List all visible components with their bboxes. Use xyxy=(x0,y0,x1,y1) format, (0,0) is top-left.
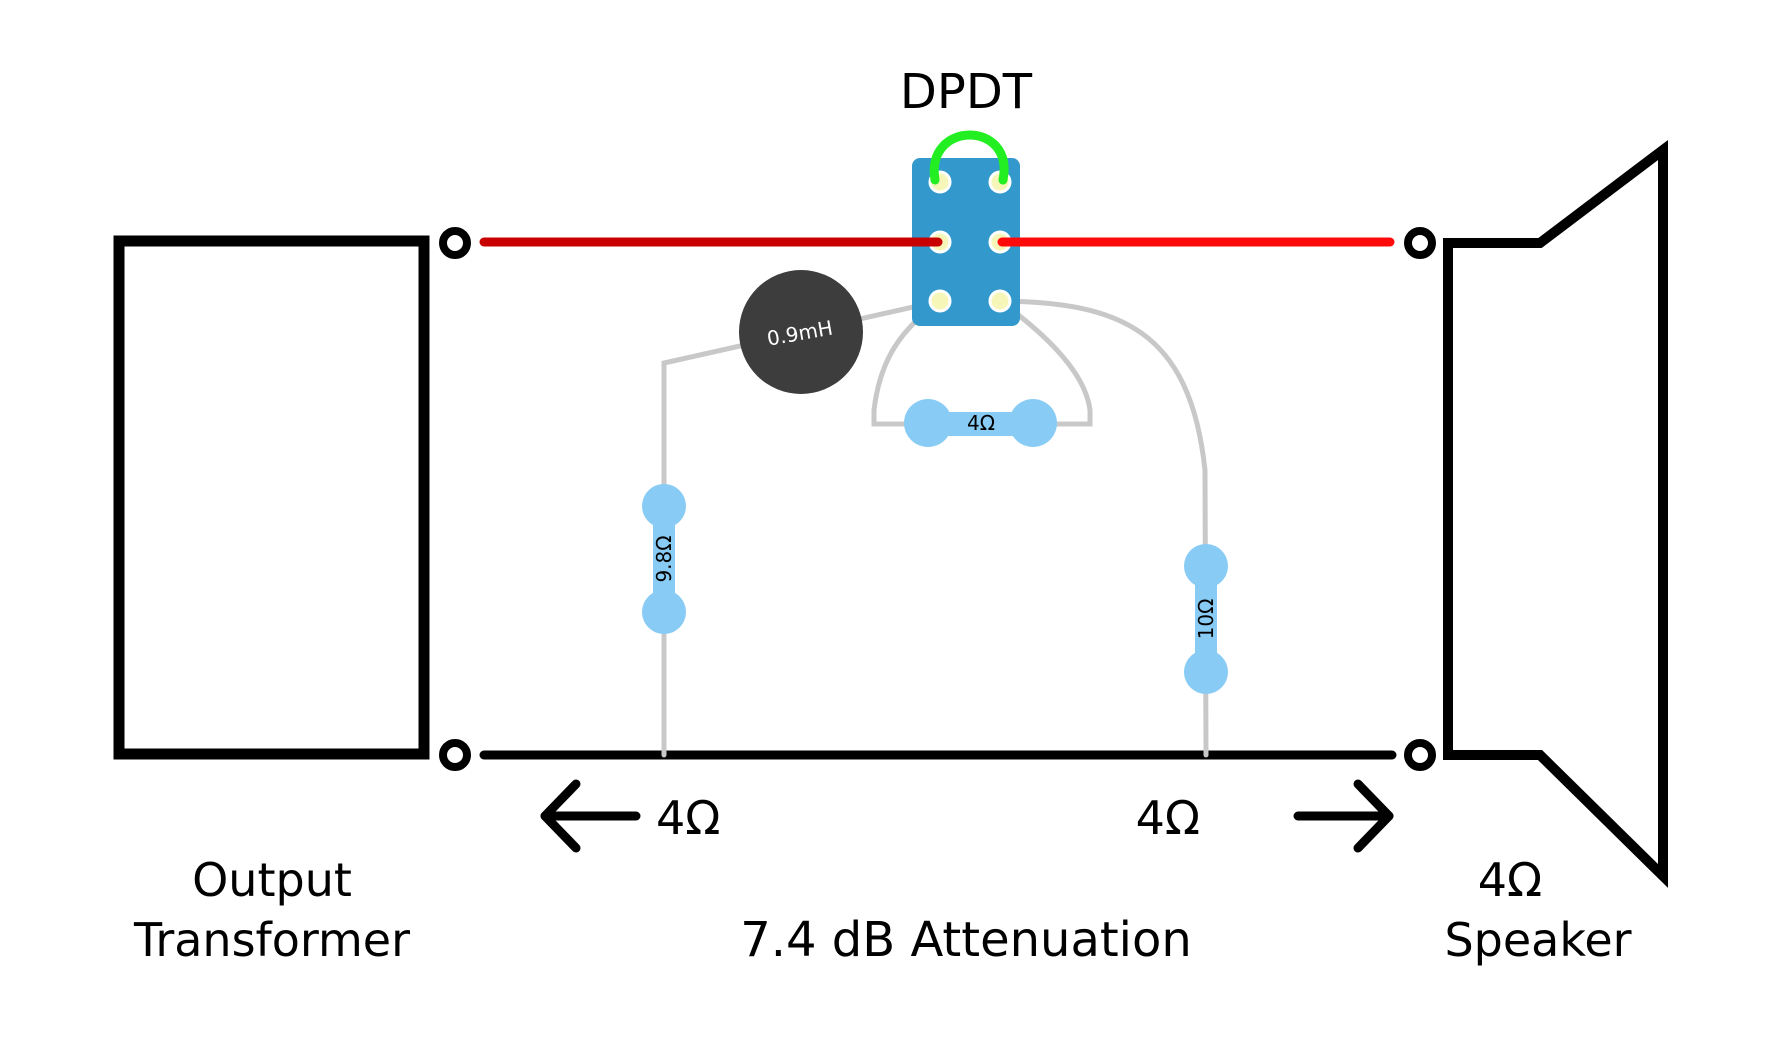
output-transformer-box xyxy=(113,235,430,760)
right-impedance-label: 4Ω xyxy=(1136,791,1200,845)
resistor-left-label: 9.8Ω xyxy=(652,535,676,582)
speaker-label-line2: Speaker xyxy=(1444,913,1631,967)
resistor-left: 9.8Ω xyxy=(642,484,686,634)
resistor-right-label: 10Ω xyxy=(1194,599,1218,640)
terminal-left-bottom xyxy=(439,739,471,771)
terminal-right-bottom xyxy=(1404,739,1436,771)
inductor: 0.9mH xyxy=(739,270,863,394)
resistor-bridge-label: 4Ω xyxy=(967,411,995,435)
terminal-left-top xyxy=(439,227,471,259)
attenuation-caption: 7.4 dB Attenuation xyxy=(740,912,1192,968)
speaker-outline xyxy=(1443,139,1668,888)
resistor-right: 10Ω xyxy=(1184,544,1228,694)
transformer-label-line2: Transformer xyxy=(133,913,410,967)
left-impedance-label: 4Ω xyxy=(656,791,720,845)
component-leads xyxy=(661,298,1209,758)
jumper-wire xyxy=(929,130,1009,185)
terminal-right-top xyxy=(1404,227,1436,259)
diagram-title: DPDT xyxy=(900,64,1033,120)
left-arrow xyxy=(540,779,641,853)
resistor-bridge: 4Ω xyxy=(904,399,1057,447)
right-arrow xyxy=(1293,779,1394,853)
speaker-label-line1: 4Ω xyxy=(1478,853,1542,907)
transformer-label-line1: Output xyxy=(192,853,352,907)
